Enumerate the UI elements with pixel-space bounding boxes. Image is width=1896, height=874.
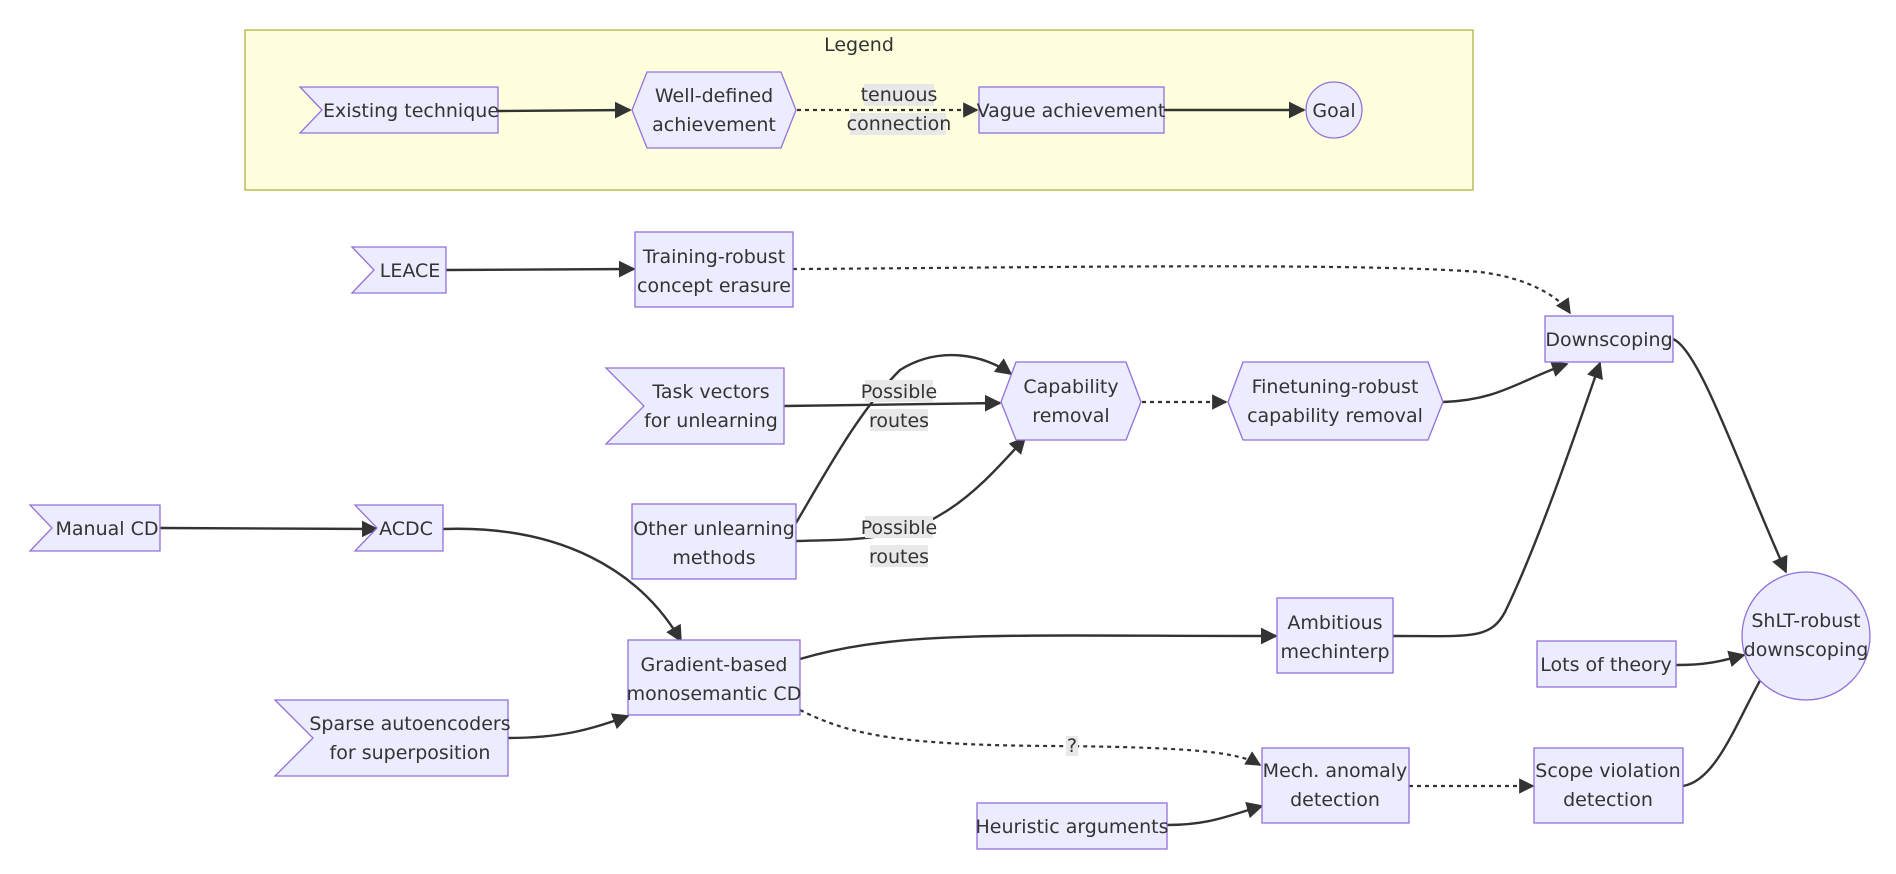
legend-tenuous-line1: tenuous bbox=[861, 84, 938, 106]
node-scope-violation-line1: Scope violation bbox=[1535, 760, 1680, 782]
node-gradient-based-line1: Gradient-based bbox=[641, 654, 788, 676]
node-finetuning-robust-line2: capability removal bbox=[1247, 405, 1423, 427]
node-training-robust-line1: Training-robust bbox=[642, 246, 785, 268]
node-ambitious-line1: Ambitious bbox=[1287, 612, 1382, 634]
node-mech-anomaly: Mech. anomaly detection bbox=[1261, 747, 1410, 824]
legend-goal: Goal bbox=[1305, 81, 1363, 139]
possible-routes-1-line2: routes bbox=[869, 410, 929, 432]
node-heuristic-arguments: Heuristic arguments bbox=[975, 802, 1169, 850]
node-sparse-autoencoders: Sparse autoencoders for superposition bbox=[273, 699, 511, 777]
edge-gradient-ambitious bbox=[799, 627, 1278, 661]
legend-vague-label: Vague achievement bbox=[977, 100, 1166, 122]
node-other-unlearning: Other unlearning methods bbox=[631, 503, 797, 580]
node-finetuning-robust-line1: Finetuning-robust bbox=[1252, 376, 1419, 398]
node-capability-removal-line1: Capability bbox=[1023, 376, 1118, 398]
edge-gradient-mechanomaly bbox=[799, 709, 1262, 766]
node-manual-cd: Manual CD bbox=[28, 504, 161, 552]
node-training-robust-line2: concept erasure bbox=[637, 275, 791, 297]
legend-edge-solid bbox=[497, 101, 632, 119]
possible-routes-2-line2: routes bbox=[869, 546, 929, 568]
node-capability-removal-line2: removal bbox=[1032, 405, 1109, 427]
possible-routes-1-line1: Possible bbox=[861, 381, 938, 403]
edge-acdc-gradient bbox=[442, 527, 683, 643]
legend-goal-label: Goal bbox=[1312, 100, 1355, 122]
node-scope-violation: Scope violation detection bbox=[1533, 747, 1684, 824]
edge-ambitious-downscoping bbox=[1392, 361, 1603, 638]
edge-gradient-capability bbox=[794, 353, 1013, 524]
edge-downscoping-shlt bbox=[1672, 337, 1788, 574]
legend-existing-label: Existing technique bbox=[323, 100, 499, 122]
legend-tenuous-line2: connection bbox=[847, 113, 952, 135]
node-leace-label: LEACE bbox=[380, 260, 441, 282]
node-shlt-robust: ShLT-robust downscoping bbox=[1741, 571, 1871, 701]
edge-heuristic-mechanomaly bbox=[1166, 802, 1264, 827]
node-finetuning-robust: Finetuning-robust capability removal bbox=[1227, 361, 1444, 441]
node-task-vectors-line2: for unlearning bbox=[644, 410, 778, 432]
node-task-vectors-line1: Task vectors bbox=[651, 381, 769, 403]
legend: Legend Existing technique Well-defined a… bbox=[244, 29, 1474, 191]
edge-theory-shlt bbox=[1675, 650, 1746, 667]
node-acdc-label: ACDC bbox=[379, 518, 433, 540]
node-shlt-line1: ShLT-robust bbox=[1751, 610, 1860, 632]
edge-leace-training bbox=[445, 260, 636, 278]
node-mech-anomaly-line2: detection bbox=[1290, 789, 1380, 811]
node-acdc: ACDC bbox=[353, 504, 444, 552]
edge-finetuning-downscoping bbox=[1442, 360, 1569, 404]
node-task-vectors: Task vectors for unlearning bbox=[604, 367, 785, 445]
node-downscoping: Downscoping bbox=[1544, 315, 1674, 363]
edge-sparse-gradient bbox=[507, 713, 630, 740]
legend-existing-technique: Existing technique bbox=[298, 86, 499, 134]
question-label: ? bbox=[1067, 735, 1077, 757]
legend-well-defined-line1: Well-defined bbox=[655, 85, 773, 107]
node-other-unlearning-line2: methods bbox=[672, 547, 755, 569]
node-other-unlearning-line1: Other unlearning bbox=[633, 518, 795, 540]
node-ambitious-mechinterp: Ambitious mechinterp bbox=[1276, 597, 1394, 674]
node-lots-of-theory: Lots of theory bbox=[1536, 640, 1677, 688]
node-capability-removal: Capability removal bbox=[1000, 361, 1142, 441]
edges bbox=[159, 260, 1788, 827]
possible-routes-2-line1: Possible bbox=[861, 517, 938, 539]
node-manual-cd-label: Manual CD bbox=[56, 518, 159, 540]
node-lots-of-theory-label: Lots of theory bbox=[1540, 654, 1671, 676]
legend-vague-achievement: Vague achievement bbox=[977, 86, 1166, 134]
legend-well-defined: Well-defined achievement bbox=[631, 71, 797, 149]
node-scope-violation-line2: detection bbox=[1563, 789, 1653, 811]
node-leace: LEACE bbox=[350, 246, 447, 294]
node-training-robust: Training-robust concept erasure bbox=[634, 231, 794, 308]
node-heuristic-label: Heuristic arguments bbox=[975, 816, 1168, 838]
nodes: LEACE Training-robust concept erasure Do… bbox=[28, 231, 1871, 850]
edge-taskvectors-capability bbox=[783, 394, 1002, 412]
node-ambitious-line2: mechinterp bbox=[1280, 641, 1389, 663]
node-gradient-based: Gradient-based monosemantic CD bbox=[627, 639, 802, 716]
node-sparse-line2: for superposition bbox=[330, 742, 491, 764]
edge-manual-acdc bbox=[159, 520, 379, 538]
node-mech-anomaly-line1: Mech. anomaly bbox=[1263, 760, 1408, 782]
edge-other-capability bbox=[795, 436, 1027, 543]
legend-title: Legend bbox=[824, 34, 894, 56]
node-sparse-line1: Sparse autoencoders bbox=[309, 713, 510, 735]
node-downscoping-label: Downscoping bbox=[1545, 329, 1672, 351]
legend-well-defined-line2: achievement bbox=[652, 114, 776, 136]
node-shlt-line2: downscoping bbox=[1744, 639, 1869, 661]
edge-training-downscoping bbox=[792, 265, 1571, 315]
node-gradient-based-line2: monosemantic CD bbox=[627, 683, 802, 705]
edge-labels: Possible routes Possible routes ? bbox=[861, 380, 1078, 757]
